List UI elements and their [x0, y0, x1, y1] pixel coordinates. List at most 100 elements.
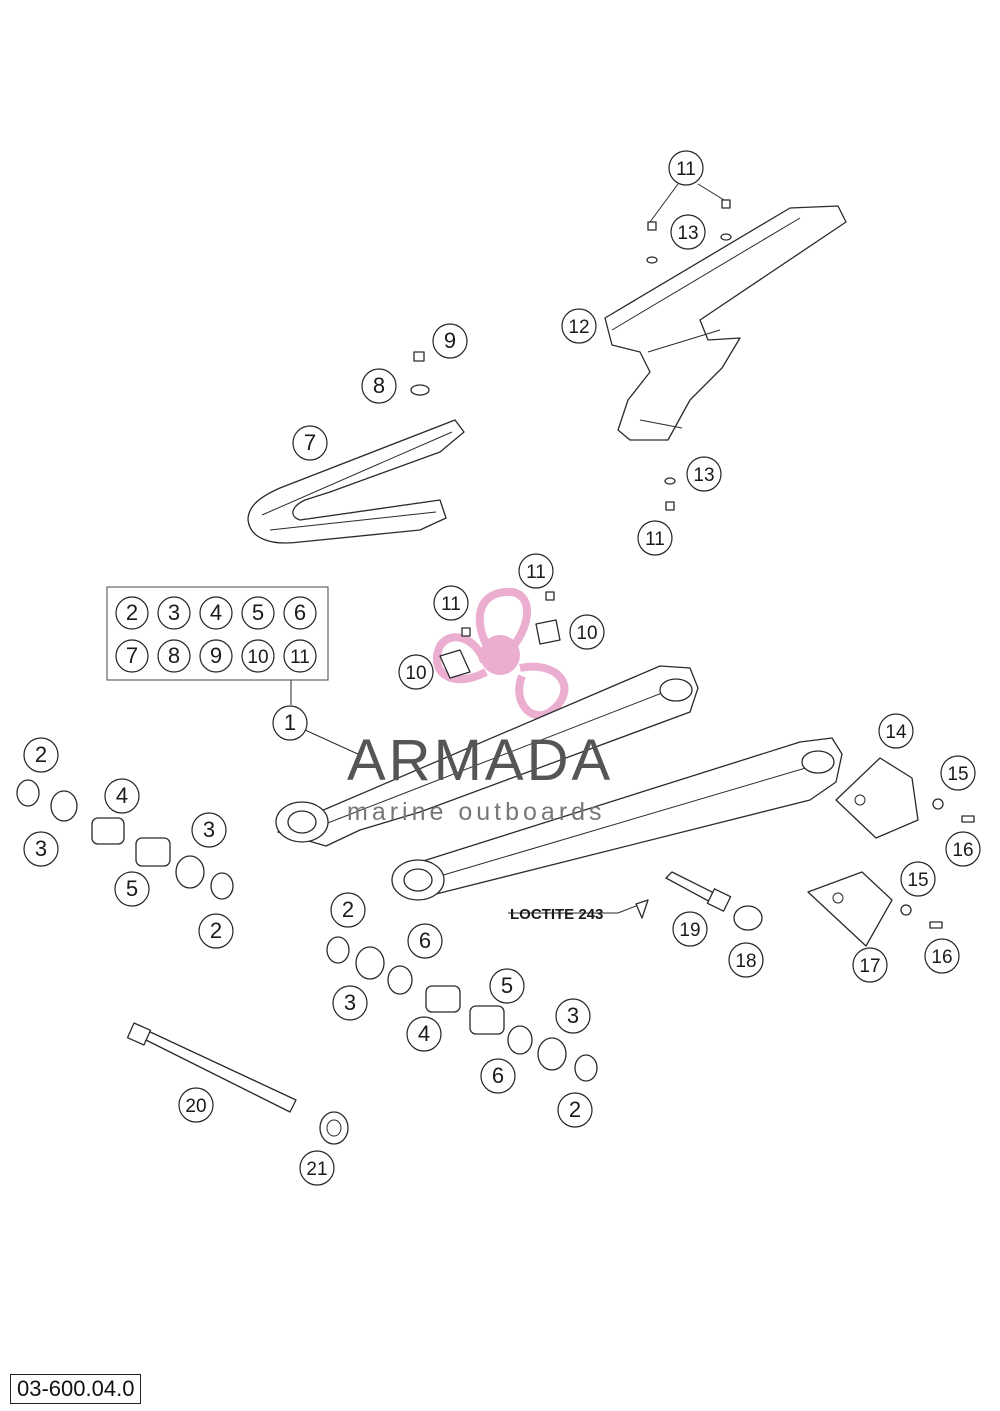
callout-label: 11 — [526, 562, 546, 583]
callout-c11b: 11 — [518, 553, 554, 589]
callout-circle — [332, 985, 368, 1021]
callout-c16b: 16 — [924, 938, 960, 974]
callout-circle — [407, 923, 443, 959]
kit-callout-circle — [241, 596, 275, 630]
kit-callout: 10 — [241, 639, 275, 673]
callout-c11a: 11 — [433, 585, 469, 621]
callout-label: 11 — [441, 594, 461, 615]
callout-circle — [23, 831, 59, 867]
callout-circle — [178, 1087, 214, 1123]
chain-guard — [604, 205, 847, 441]
kit-callout-circle — [283, 596, 317, 630]
callout-c9: 9 — [432, 323, 468, 359]
callout-label: 15 — [947, 764, 968, 785]
callout-c17: 17 — [852, 947, 888, 983]
kit-callout-circle — [199, 596, 233, 630]
callout-circle — [292, 425, 328, 461]
callout-c19: 19 — [672, 911, 708, 947]
callout-label: 12 — [568, 317, 589, 338]
kit-callout: 8 — [157, 639, 191, 673]
callout-label: 15 — [907, 870, 928, 891]
callout-label: 2 — [342, 897, 354, 922]
callout-circle — [670, 214, 706, 250]
kit-callout-circle — [157, 639, 191, 673]
callout-label: 2 — [210, 918, 222, 943]
callout-label: 20 — [185, 1096, 206, 1117]
kit-callout-label: 5 — [252, 600, 264, 625]
callout-circle — [299, 1150, 335, 1186]
callout-label: 5 — [126, 876, 138, 901]
callout-c11c: 11 — [668, 150, 704, 186]
callout-circle — [900, 861, 936, 897]
callout-c2d: 2 — [557, 1092, 593, 1128]
kit-callout-circle — [283, 639, 317, 673]
callout-circle — [23, 737, 59, 773]
callout-circle — [878, 713, 914, 749]
kit-callout-label: 8 — [168, 643, 180, 668]
callout-label: 14 — [885, 722, 907, 743]
callout-c13a: 13 — [670, 214, 706, 250]
kit-callout-label: 2 — [126, 600, 138, 625]
callout-label: 13 — [677, 223, 698, 244]
callout-label: 7 — [304, 430, 316, 455]
callout-label: 16 — [931, 947, 952, 968]
callout-label: 3 — [35, 836, 47, 861]
callout-label: 10 — [576, 623, 597, 644]
kit-callout-label: 9 — [210, 643, 222, 668]
chain-slider — [247, 419, 465, 544]
callout-circle — [104, 778, 140, 814]
callout-c16a: 16 — [945, 831, 981, 867]
propeller-icon — [432, 587, 569, 720]
kit-callout-label: 7 — [126, 643, 138, 668]
callout-label: 10 — [405, 663, 426, 684]
small-hardware — [410, 199, 975, 929]
kit-callout: 9 — [199, 639, 233, 673]
kit-callout: 4 — [199, 596, 233, 630]
bearing-set-left — [16, 779, 234, 900]
callout-circle — [198, 913, 234, 949]
callout-label: 11 — [676, 159, 696, 180]
callout-circle — [480, 1058, 516, 1094]
kit-callout-label: 4 — [210, 600, 222, 625]
kit-callout-label: 10 — [247, 647, 268, 668]
kit-callout-circle — [115, 639, 149, 673]
callout-circle — [406, 1016, 442, 1052]
callout-label: 21 — [306, 1159, 327, 1180]
callout-label: 3 — [344, 990, 356, 1015]
callout-label: 11 — [645, 529, 665, 550]
callout-circle — [924, 938, 960, 974]
callout-c2c: 2 — [330, 892, 366, 928]
kit-callout-label: 3 — [168, 600, 180, 625]
kit-callout: 2 — [115, 596, 149, 630]
callout-label: 6 — [419, 928, 431, 953]
callout-c3a: 3 — [23, 831, 59, 867]
callout-c6a: 6 — [407, 923, 443, 959]
watermark-logo — [432, 587, 569, 720]
callout-circle — [569, 614, 605, 650]
callout-label: 17 — [859, 956, 880, 977]
callout-label: 2 — [569, 1097, 581, 1122]
callout-label: 4 — [116, 783, 128, 808]
callout-c15a: 15 — [940, 755, 976, 791]
kit-callout-circle — [115, 596, 149, 630]
callout-c3d: 3 — [555, 998, 591, 1034]
pivot-axle — [126, 1022, 297, 1113]
callout-circle — [433, 585, 469, 621]
callout-c3b: 3 — [191, 812, 227, 848]
document-code: 03-600.04.0 — [10, 1374, 142, 1404]
callout-circle — [945, 831, 981, 867]
callout-circle — [489, 968, 525, 1004]
callout-circle — [191, 812, 227, 848]
callout-label: 3 — [567, 1003, 579, 1028]
kit-callout-label: 11 — [290, 647, 310, 668]
callout-circle — [672, 911, 708, 947]
callout-c10b: 10 — [569, 614, 605, 650]
callout-label: 13 — [693, 465, 714, 486]
loctite-drop — [635, 899, 649, 919]
callout-circle — [330, 892, 366, 928]
watermark-title: ARMADA — [347, 728, 613, 793]
callout-c11d: 11 — [637, 520, 673, 556]
callout-label: 18 — [735, 951, 756, 972]
